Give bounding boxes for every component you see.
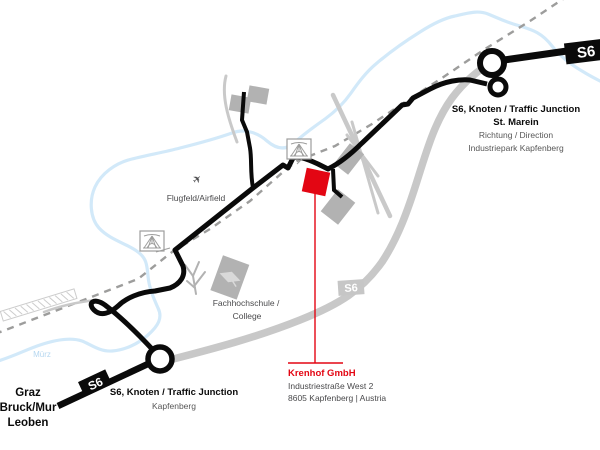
- college-building: [210, 255, 250, 300]
- junction-lower-label: S6, Knoten / Traffic Junction Kapfenberg: [110, 387, 238, 411]
- airfield-label: Flugfeld/Airfield: [167, 193, 226, 203]
- destinations-label: Graz Bruck/Mur Leoben: [0, 387, 57, 429]
- railway-line: [0, 0, 564, 334]
- s6-badge-upper: S6: [563, 38, 600, 65]
- svg-text:S6: S6: [86, 374, 106, 393]
- graduation-cap-icon: [219, 271, 241, 288]
- building: [320, 189, 356, 225]
- bridge-icon: [286, 138, 312, 160]
- svg-text:Krenhof GmbH: Krenhof GmbH: [288, 368, 356, 379]
- building: [246, 85, 270, 105]
- svg-text:Industriepark Kapfenberg: Industriepark Kapfenberg: [468, 143, 564, 153]
- svg-text:Richtung / Direction: Richtung / Direction: [479, 130, 553, 140]
- s6-badge-lower: S6: [78, 369, 112, 397]
- muerz-river: [0, 10, 600, 363]
- svg-text:S6: S6: [576, 43, 596, 62]
- building: [228, 94, 252, 114]
- s6-badge-highway: S6: [337, 279, 365, 296]
- krenhof-leader-line: [288, 193, 343, 364]
- s6-highway: [154, 57, 498, 367]
- svg-text:8605 Kapfenberg | Austria: 8605 Kapfenberg | Austria: [288, 393, 386, 403]
- svg-text:S6, Knoten / Traffic Junction: S6, Knoten / Traffic Junction: [110, 387, 238, 398]
- main-route-road: [88, 77, 488, 352]
- airfield-access-road: [239, 91, 255, 189]
- company-address-label: Krenhof GmbH Industriestraße West 2 8605…: [288, 368, 386, 403]
- bridge-icon-leader: [155, 247, 171, 253]
- svg-text:Industriestraße West 2: Industriestraße West 2: [288, 381, 374, 391]
- svg-text:St. Marein: St. Marein: [493, 117, 539, 128]
- railway-station: [0, 288, 78, 322]
- river-label: Mürz: [33, 350, 51, 359]
- svg-text:S6, Knoten / Traffic Junction: S6, Knoten / Traffic Junction: [452, 104, 580, 115]
- svg-text:S6: S6: [344, 282, 358, 295]
- bridge-icon: [139, 230, 165, 252]
- svg-text:Graz: Graz: [15, 387, 41, 399]
- kapfenberg-roundabout: [145, 344, 175, 374]
- junction-upper-label: S6, Knoten / Traffic Junction St. Marein…: [452, 104, 580, 153]
- krenhof-marker: [301, 167, 331, 197]
- road-to-st-marein-s6: [503, 46, 575, 64]
- tree-icon: [184, 261, 206, 295]
- bridge-icon-leader: [296, 158, 303, 165]
- minor-roads: [42, 74, 393, 314]
- college-label-line1: Fachhochschule /: [213, 298, 280, 308]
- svg-text:Bruck/Mur: Bruck/Mur: [0, 402, 57, 414]
- ramp-loop: [487, 76, 509, 98]
- plane-icon: ✈: [190, 172, 205, 187]
- svg-text:Kapfenberg: Kapfenberg: [152, 401, 196, 411]
- st-marein-roundabout: [477, 48, 507, 78]
- college-label-line2: College: [233, 311, 262, 321]
- krenhof-access-road: [331, 168, 344, 199]
- svg-text:Leoben: Leoben: [8, 417, 49, 429]
